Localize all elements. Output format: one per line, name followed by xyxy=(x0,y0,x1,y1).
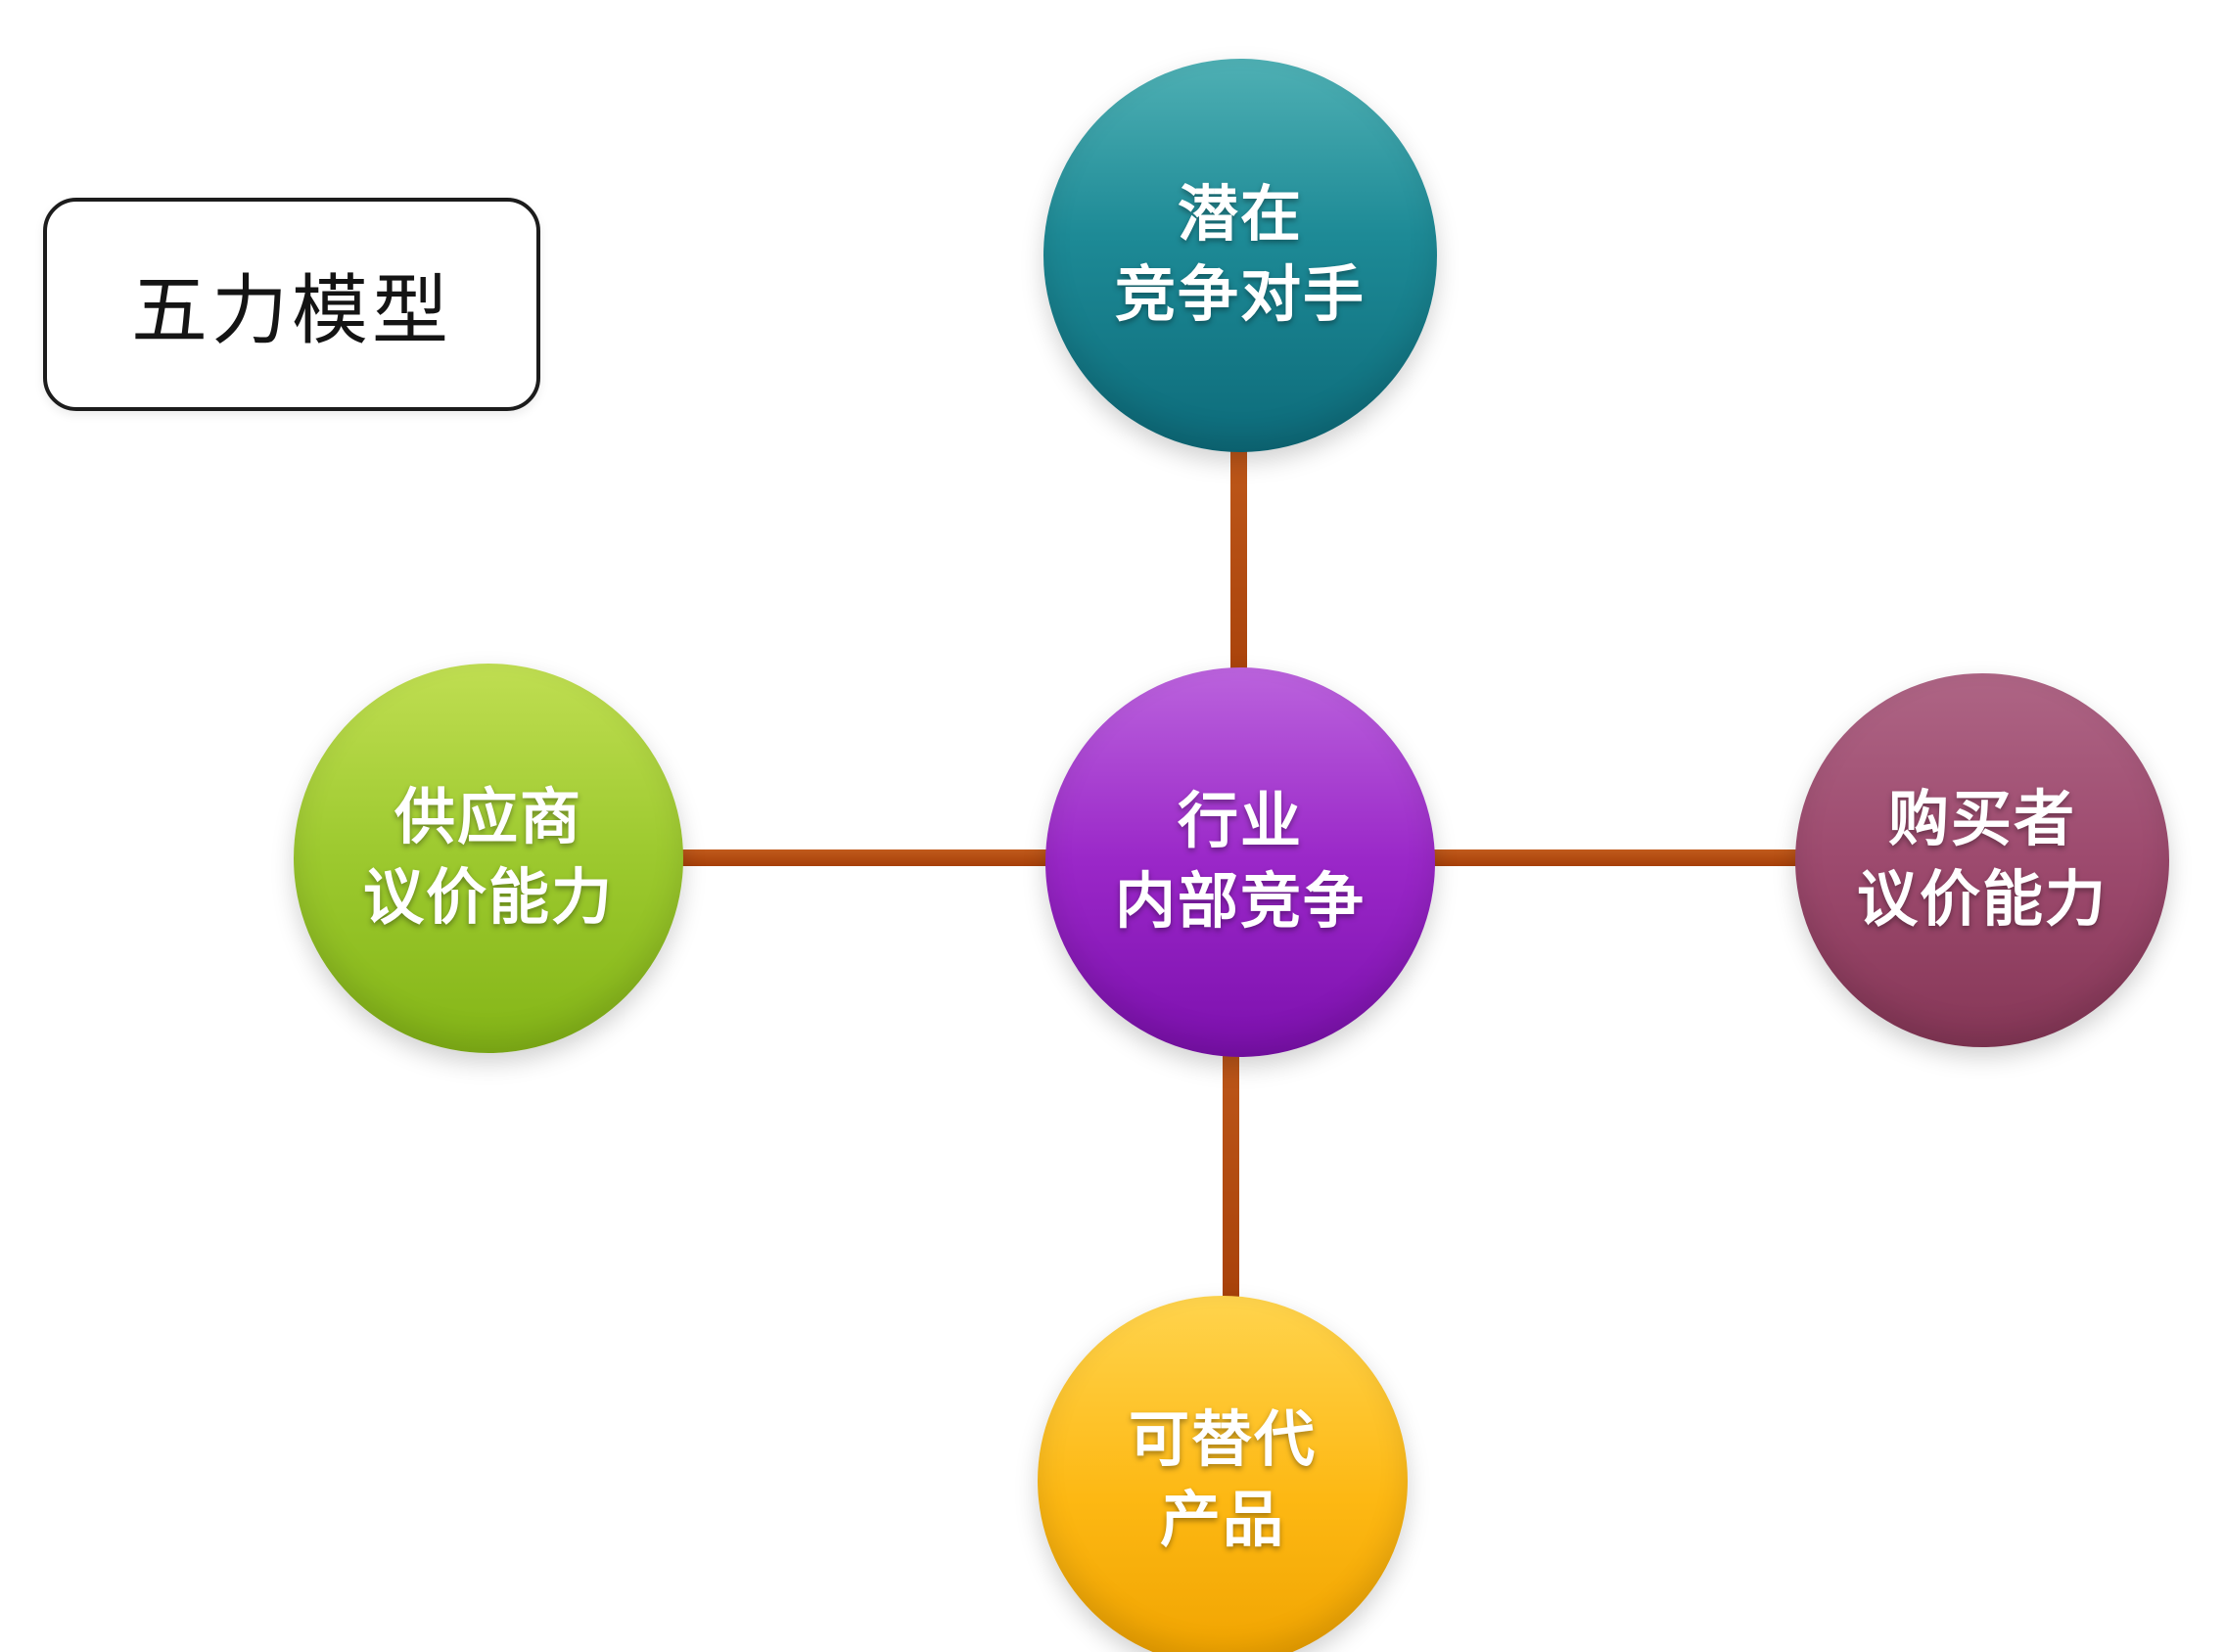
node-label: 行业 内部竞争 xyxy=(1115,782,1366,942)
node-label-line-2: 产品 xyxy=(1159,1487,1285,1554)
node-substitute-products: 可替代 产品 xyxy=(1038,1296,1408,1652)
node-label: 潜在 竞争对手 xyxy=(1115,175,1366,336)
node-label-line-1: 购买者 xyxy=(1887,786,2076,854)
node-label-line-2: 内部竞争 xyxy=(1114,868,1366,936)
node-label-line-1: 可替代 xyxy=(1128,1406,1317,1475)
node-label-line-1: 潜在 xyxy=(1177,181,1303,250)
node-label: 购买者 议价能力 xyxy=(1857,780,2108,941)
connector-left xyxy=(626,849,1096,866)
node-label-line-2: 议价能力 xyxy=(1856,866,2108,934)
connector-right xyxy=(1390,849,1850,866)
connector-top xyxy=(1230,421,1247,714)
node-label-line-1: 供应商 xyxy=(394,784,582,852)
node-label-line-2: 竞争对手 xyxy=(1114,261,1366,329)
node-buyer-power: 购买者 议价能力 xyxy=(1795,673,2169,1047)
node-industry-rivalry: 行业 内部竞争 xyxy=(1045,667,1435,1057)
node-label: 供应商 议价能力 xyxy=(363,778,614,939)
node-potential-competitors: 潜在 竞争对手 xyxy=(1043,59,1437,452)
node-label-line-1: 行业 xyxy=(1177,788,1303,856)
node-label-line-2: 议价能力 xyxy=(362,864,614,932)
node-supplier-power: 供应商 议价能力 xyxy=(294,664,683,1053)
diagram-title: 五力模型 xyxy=(130,267,452,353)
diagram-title-box: 五力模型 xyxy=(43,198,540,411)
node-label: 可替代 产品 xyxy=(1129,1400,1317,1561)
connector-bottom xyxy=(1223,1008,1239,1331)
